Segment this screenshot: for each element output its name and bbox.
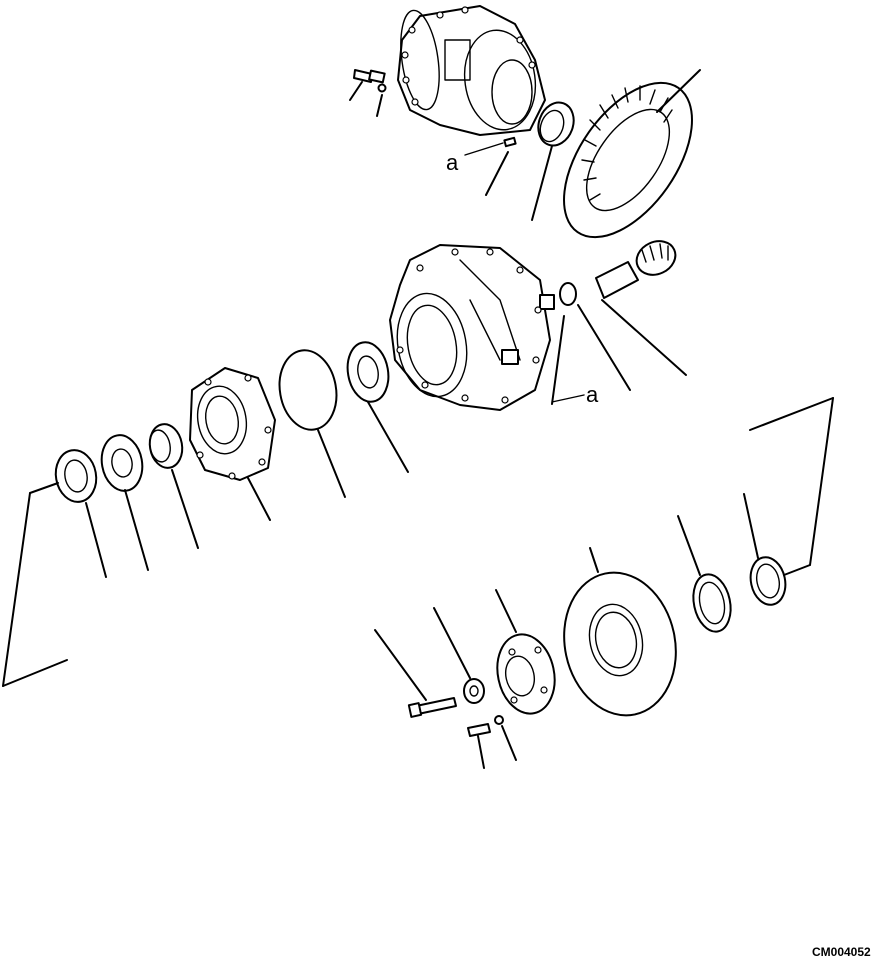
- pin: [503, 136, 517, 148]
- short-bolt: [467, 723, 491, 737]
- ref-label-top: a: [446, 150, 459, 175]
- long-bolt: [407, 697, 457, 718]
- shim-ring-1: [692, 573, 732, 633]
- differential-case: [397, 5, 546, 136]
- o-ring-large: [278, 349, 338, 431]
- bearing-cup-top: [537, 101, 575, 147]
- pinion-gear: [595, 240, 677, 299]
- o-ring-small: [559, 282, 577, 306]
- axle-housing: [389, 244, 555, 411]
- ref-label-mid: a: [586, 382, 599, 407]
- leader-lines: [2, 69, 834, 769]
- flat-washer: [463, 678, 485, 704]
- bearing-cage: [189, 367, 276, 481]
- brake-drum: [563, 571, 677, 717]
- washer-top: [377, 83, 387, 93]
- oil-seal: [54, 449, 98, 503]
- lock-washer: [494, 715, 504, 725]
- bearing-cone-small: [100, 434, 144, 492]
- ring-gear: [563, 81, 693, 239]
- drawing-code: CM004052: [812, 945, 871, 959]
- bolt-top: [353, 69, 386, 84]
- bearing-cone-mid: [346, 341, 390, 403]
- collar: [148, 423, 184, 469]
- shim-ring-2: [749, 556, 787, 606]
- coupling-flange: [496, 633, 556, 715]
